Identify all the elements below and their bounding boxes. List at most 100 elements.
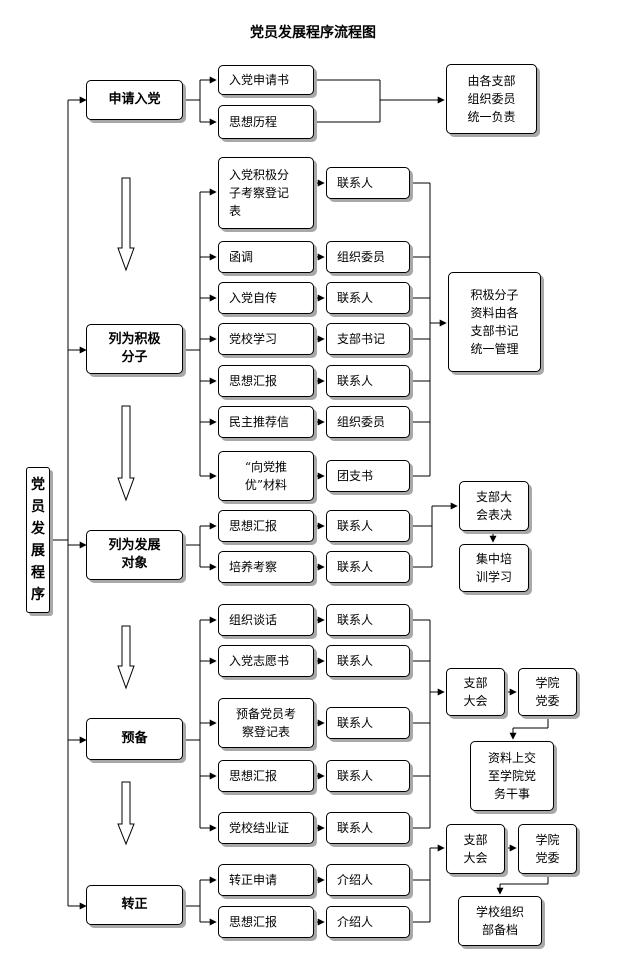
probation-item-label: 入党志愿书 (229, 654, 290, 668)
formal-step-label: 学校组织 部备档 (475, 905, 524, 937)
stage-probation-label: 预备 (121, 731, 148, 746)
formal-owner: 介绍人 (326, 906, 410, 938)
formal-item-label: 思想汇报 (229, 915, 278, 929)
probation-item: 思想汇报 (218, 760, 314, 792)
activist-owner: 联系人 (326, 167, 410, 199)
stage-activist: 列为积极 分子 (86, 324, 183, 374)
formal-item-label: 转正申请 (229, 873, 278, 887)
probation-step-label: 学院 党委 (535, 676, 560, 708)
apply-item: 思想历程 (218, 105, 314, 139)
candidate-step: 集中培 训学习 (459, 544, 529, 592)
activist-owner-label: 联系人 (337, 374, 374, 388)
stage-probation: 预备 (86, 718, 183, 760)
side-label-box: 党 员 发 展 程 序 (26, 467, 50, 613)
activist-note-label: 积极分子 资料由各 支部书记 统一管理 (470, 288, 519, 356)
candidate-step-label: 集中培 训学习 (475, 552, 512, 584)
activist-item-label: “向党推 优”材料 (244, 460, 288, 492)
probation-item: 党校结业证 (218, 812, 314, 844)
activist-item: 入党积极分 子考察登记 表 (218, 157, 314, 229)
probation-owner: 联系人 (326, 645, 410, 677)
activist-owner: 组织委员 (326, 241, 410, 273)
formal-step-label: 学院 党委 (535, 833, 560, 865)
formal-owner: 介绍人 (326, 864, 410, 896)
activist-owner-label: 支部书记 (337, 332, 386, 346)
formal-step: 学校组织 部备档 (458, 896, 542, 946)
candidate-item: 思想汇报 (218, 510, 314, 542)
probation-item-label: 党校结业证 (229, 821, 290, 835)
probation-owner-label: 联系人 (337, 654, 374, 668)
activist-owner: 团支书 (326, 460, 410, 492)
stage-apply: 申请入党 (86, 80, 183, 120)
activist-item-label: 入党自传 (229, 291, 278, 305)
apply-item-label: 思想历程 (229, 115, 278, 129)
stage-arrow-2 (117, 405, 135, 502)
candidate-item: 培养考察 (218, 551, 314, 583)
stage-arrow-4 (117, 781, 135, 846)
apply-item: 入党申请书 (218, 65, 314, 95)
probation-step-label: 资料上交 至学院党 务干事 (487, 751, 536, 801)
formal-owner-label: 介绍人 (337, 915, 374, 929)
probation-step-label: 支部 大会 (463, 676, 488, 708)
activist-item-label: 思想汇报 (229, 374, 278, 388)
apply-item-label: 入党申请书 (229, 73, 290, 87)
stage-arrow-3 (117, 625, 135, 690)
probation-step: 支部 大会 (446, 668, 505, 716)
stage-candidate-label: 列为发展 对象 (108, 538, 161, 571)
activist-item-label: 党校学习 (229, 332, 278, 346)
candidate-owner: 联系人 (326, 510, 410, 542)
probation-item: 预备党员考 察登记表 (218, 698, 314, 748)
activist-owner-label: 组织委员 (337, 415, 386, 429)
stage-formal: 转正 (86, 885, 183, 925)
activist-item: 入党自传 (218, 282, 314, 314)
activist-item: “向党推 优”材料 (218, 451, 314, 501)
activist-item: 民主推荐信 (218, 406, 314, 438)
stage-apply-label: 申请入党 (108, 92, 161, 107)
apply-note: 由各支部 组织委员 统一负责 (446, 64, 537, 134)
activist-item: 函调 (218, 241, 314, 273)
diagram-title: 党员发展程序流程图 (250, 25, 376, 41)
probation-owner: 联系人 (326, 812, 410, 844)
probation-owner: 联系人 (326, 707, 410, 739)
activist-owner-label: 团支书 (337, 469, 374, 483)
stage-arrow-1 (117, 177, 135, 272)
candidate-step-label: 支部大 会表决 (475, 490, 512, 522)
probation-owner-label: 联系人 (337, 613, 374, 627)
probation-owner-label: 联系人 (337, 821, 374, 835)
candidate-owner: 联系人 (326, 551, 410, 583)
activist-item-label: 入党积极分 子考察登记 表 (229, 168, 290, 218)
formal-step-label: 支部 大会 (463, 833, 488, 865)
probation-item-label: 思想汇报 (229, 769, 278, 783)
activist-item: 思想汇报 (218, 365, 314, 397)
probation-item-label: 组织谈话 (229, 613, 278, 627)
probation-owner: 联系人 (326, 760, 410, 792)
activist-item-label: 民主推荐信 (229, 415, 290, 429)
probation-item: 入党志愿书 (218, 645, 314, 677)
candidate-item-label: 思想汇报 (229, 519, 278, 533)
apply-note-label: 由各支部 组织委员 统一负责 (467, 74, 516, 124)
probation-item-label: 预备党员考 察登记表 (235, 707, 296, 739)
probation-owner-label: 联系人 (337, 769, 374, 783)
formal-step: 支部 大会 (446, 824, 505, 874)
probation-step: 资料上交 至学院党 务干事 (470, 741, 554, 811)
activist-owner: 联系人 (326, 282, 410, 314)
formal-step: 学院 党委 (518, 824, 577, 874)
stage-candidate: 列为发展 对象 (86, 530, 183, 580)
activist-owner-label: 联系人 (337, 176, 374, 190)
formal-owner-label: 介绍人 (337, 873, 374, 887)
activist-owner: 联系人 (326, 365, 410, 397)
candidate-item-label: 培养考察 (229, 560, 278, 574)
activist-owner-label: 组织委员 (337, 250, 386, 264)
side-label: 党 员 发 展 程 序 (31, 477, 45, 603)
activist-owner: 支部书记 (326, 323, 410, 355)
probation-item: 组织谈话 (218, 604, 314, 636)
activist-owner: 组织委员 (326, 406, 410, 438)
activist-note: 积极分子 资料由各 支部书记 统一管理 (448, 272, 541, 372)
formal-item: 思想汇报 (218, 906, 314, 938)
probation-step: 学院 党委 (518, 668, 577, 716)
stage-activist-label: 列为积极 分子 (108, 332, 161, 365)
probation-owner-label: 联系人 (337, 716, 374, 730)
formal-item: 转正申请 (218, 864, 314, 896)
probation-owner: 联系人 (326, 604, 410, 636)
candidate-owner-label: 联系人 (337, 519, 374, 533)
